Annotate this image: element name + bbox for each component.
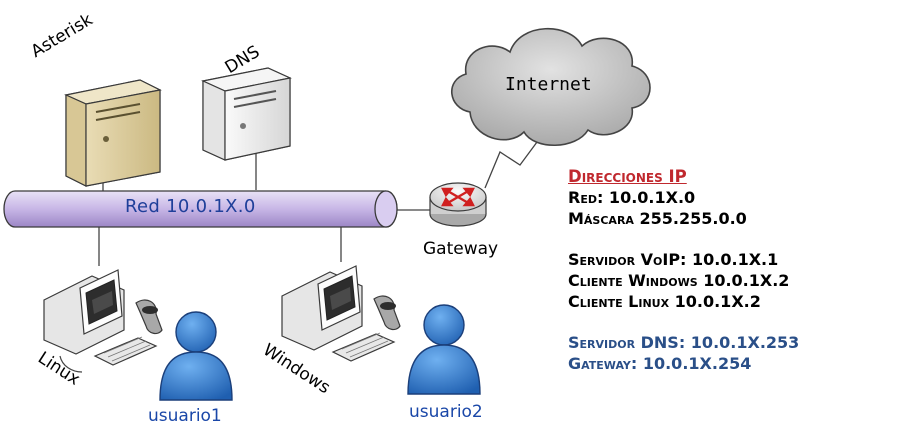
dns-server-icon [201, 67, 292, 161]
internet-cloud-icon [450, 27, 651, 147]
ip-servidor-voip: Servidor VoIP: 10.0.1X.1 [568, 250, 779, 269]
user2-icon [407, 304, 481, 395]
ip-cliente-windows: Cliente Windows 10.0.1X.2 [568, 271, 790, 290]
internet-label: Internet [505, 74, 592, 95]
linux-computer-icon [43, 269, 163, 373]
ip-info-panel: Direcciones IP Red: 10.0.1X.0 Máscara 25… [568, 166, 799, 374]
connection-lines [98, 137, 541, 266]
gateway-router-icon [429, 182, 487, 227]
user1-icon [159, 311, 233, 401]
network-pipe [3, 190, 398, 228]
spacer [568, 312, 799, 332]
user1-label: usuario1 [148, 406, 222, 426]
spacer [568, 229, 799, 249]
ip-cliente-linux: Cliente Linux 10.0.1X.2 [568, 292, 761, 311]
ip-gateway: Gateway: 10.0.1X.254 [568, 354, 752, 373]
asterisk-server-icon [64, 79, 162, 187]
gateway-label: Gateway [423, 239, 499, 259]
ip-info-title: Direcciones IP [568, 167, 687, 186]
windows-computer-icon [281, 265, 401, 362]
ip-servidor-dns: Servidor DNS: 10.0.1X.253 [568, 333, 800, 352]
network-label: Red 10.0.1X.0 [125, 196, 256, 217]
ip-red: Red: 10.0.1X.0 [568, 188, 696, 207]
ip-mascara: Máscara 255.255.0.0 [568, 209, 747, 228]
user2-label: usuario2 [409, 402, 483, 422]
